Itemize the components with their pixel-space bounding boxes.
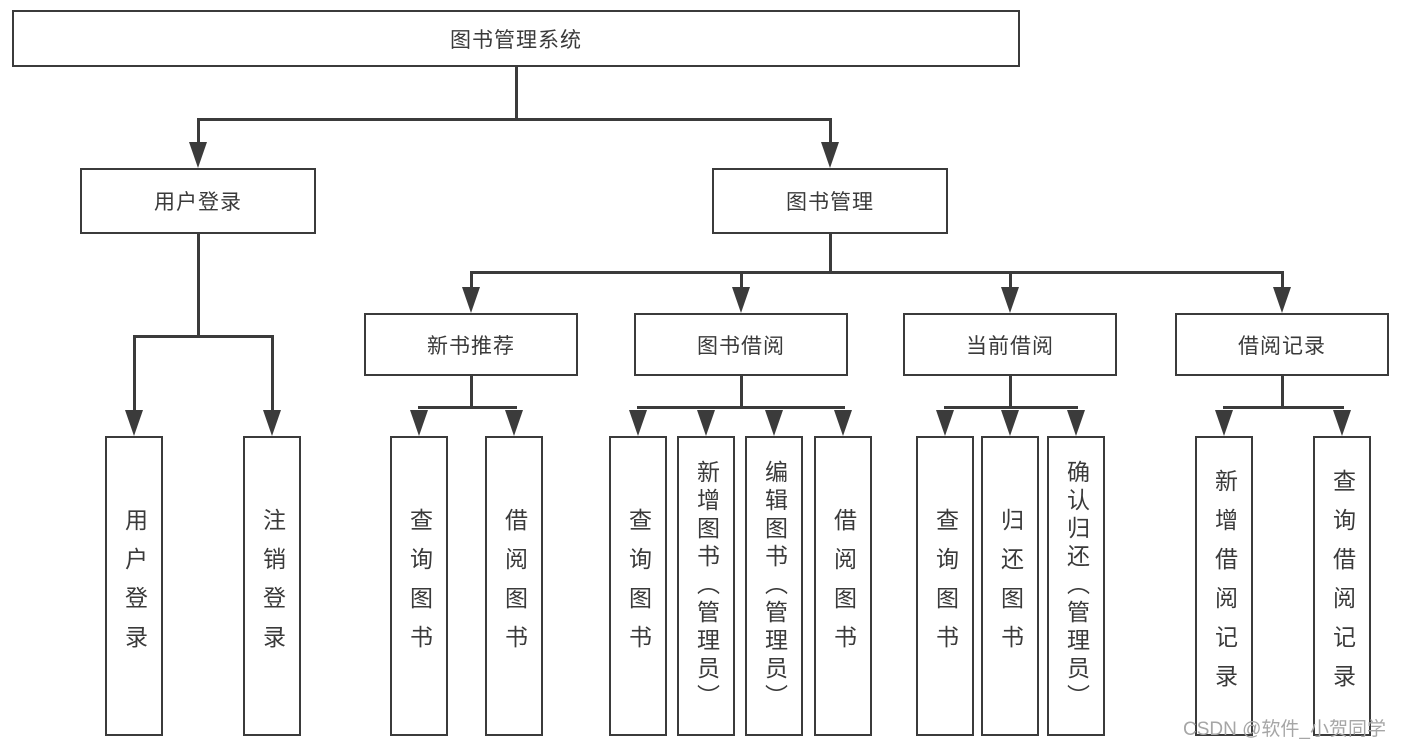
node-borrow-books-label: 借阅图书 bbox=[830, 508, 857, 664]
arrowhead-down-icon bbox=[834, 410, 852, 436]
node-query-books-borrow: 查询图书 bbox=[609, 436, 667, 736]
arrowhead-down-icon bbox=[1001, 410, 1019, 436]
connector-level2-hline bbox=[196, 118, 832, 121]
node-return-books: 归还图书 bbox=[981, 436, 1039, 736]
node-book-management-label: 图书管理 bbox=[786, 191, 874, 214]
connector-recommend-hline bbox=[417, 406, 517, 409]
node-confirm-return-admin: 确认归还（管理员） bbox=[1047, 436, 1105, 736]
node-add-borrow-record: 新增借阅记录 bbox=[1195, 436, 1253, 736]
node-return-books-label: 归还图书 bbox=[997, 508, 1024, 664]
node-edit-books-admin: 编辑图书（管理员） bbox=[745, 436, 803, 736]
connector-user-login-hline bbox=[132, 335, 274, 338]
connector-logout-leaf-stem bbox=[270, 335, 274, 413]
node-new-book-recommend: 新书推荐 bbox=[364, 313, 578, 376]
watermark: CSDN @软件_小贺同学 bbox=[1183, 719, 1386, 740]
arrowhead-down-icon bbox=[936, 410, 954, 436]
node-current-borrowing: 当前借阅 bbox=[903, 313, 1117, 376]
connector-level3-stem-1 bbox=[469, 271, 473, 291]
connector-current-hline bbox=[943, 406, 1078, 409]
connector-records-stem bbox=[1280, 376, 1284, 409]
node-borrow-books: 借阅图书 bbox=[814, 436, 872, 736]
node-new-book-recommend-label: 新书推荐 bbox=[427, 334, 515, 358]
node-login-leaf-label: 用户登录 bbox=[121, 508, 148, 664]
connector-root-stem bbox=[514, 67, 518, 118]
node-query-books-recommend-label: 查询图书 bbox=[406, 508, 433, 664]
connector-level2-stem-left bbox=[196, 118, 200, 146]
connector-level3-stem-4 bbox=[1280, 271, 1284, 291]
connector-login-leaf-stem bbox=[132, 335, 136, 413]
node-query-books-current-label: 查询图书 bbox=[932, 508, 959, 664]
arrowhead-down-icon bbox=[125, 410, 143, 436]
connector-user-login-stem bbox=[196, 234, 200, 335]
node-system-root: 图书管理系统 bbox=[12, 10, 1020, 67]
arrowhead-down-icon bbox=[189, 142, 207, 168]
connector-records-hline bbox=[1222, 406, 1344, 409]
node-add-books-admin-label: 新增图书（管理员） bbox=[693, 460, 720, 712]
node-add-borrow-record-label: 新增借阅记录 bbox=[1211, 469, 1238, 703]
node-borrow-books-recommend-label: 借阅图书 bbox=[501, 508, 528, 664]
connector-borrowing-hline bbox=[636, 406, 845, 409]
node-borrow-books-recommend: 借阅图书 bbox=[485, 436, 543, 736]
node-user-login: 用户登录 bbox=[80, 168, 316, 234]
node-book-borrowing: 图书借阅 bbox=[634, 313, 848, 376]
arrowhead-down-icon bbox=[1001, 287, 1019, 313]
arrowhead-down-icon bbox=[462, 287, 480, 313]
arrowhead-down-icon bbox=[1333, 410, 1351, 436]
connector-recommend-stem bbox=[469, 376, 473, 409]
connector-borrowing-stem bbox=[739, 376, 743, 409]
connector-level2-stem-right bbox=[828, 118, 832, 146]
arrowhead-down-icon bbox=[1273, 287, 1291, 313]
node-book-management: 图书管理 bbox=[712, 168, 948, 234]
arrowhead-down-icon bbox=[263, 410, 281, 436]
node-logout-leaf: 注销登录 bbox=[243, 436, 301, 736]
arrowhead-down-icon bbox=[410, 410, 428, 436]
arrowhead-down-icon bbox=[629, 410, 647, 436]
node-add-books-admin: 新增图书（管理员） bbox=[677, 436, 735, 736]
connector-level3-stem-2 bbox=[739, 271, 743, 291]
node-query-books-current: 查询图书 bbox=[916, 436, 974, 736]
node-book-borrowing-label: 图书借阅 bbox=[697, 334, 785, 358]
node-query-books-recommend: 查询图书 bbox=[390, 436, 448, 736]
node-query-books-borrow-label: 查询图书 bbox=[625, 508, 652, 664]
arrowhead-down-icon bbox=[765, 410, 783, 436]
node-edit-books-admin-label: 编辑图书（管理员） bbox=[761, 460, 788, 712]
node-current-borrowing-label: 当前借阅 bbox=[966, 334, 1054, 358]
arrowhead-down-icon bbox=[505, 410, 523, 436]
arrowhead-down-icon bbox=[1067, 410, 1085, 436]
connector-level3-stem-3 bbox=[1008, 271, 1012, 291]
node-query-borrow-record-label: 查询借阅记录 bbox=[1329, 469, 1356, 703]
node-login-leaf: 用户登录 bbox=[105, 436, 163, 736]
node-user-login-label: 用户登录 bbox=[154, 191, 242, 214]
arrowhead-down-icon bbox=[697, 410, 715, 436]
node-query-borrow-record: 查询借阅记录 bbox=[1313, 436, 1371, 736]
node-logout-leaf-label: 注销登录 bbox=[259, 508, 286, 664]
connector-current-stem bbox=[1008, 376, 1012, 409]
node-system-root-label: 图书管理系统 bbox=[450, 28, 582, 52]
arrowhead-down-icon bbox=[1215, 410, 1233, 436]
connector-book-mgmt-stem bbox=[828, 234, 832, 274]
connector-level3-hline bbox=[469, 271, 1284, 274]
node-confirm-return-admin-label: 确认归还（管理员） bbox=[1063, 460, 1090, 712]
node-borrow-records-label: 借阅记录 bbox=[1238, 334, 1326, 358]
arrowhead-down-icon bbox=[732, 287, 750, 313]
node-borrow-records: 借阅记录 bbox=[1175, 313, 1389, 376]
arrowhead-down-icon bbox=[821, 142, 839, 168]
